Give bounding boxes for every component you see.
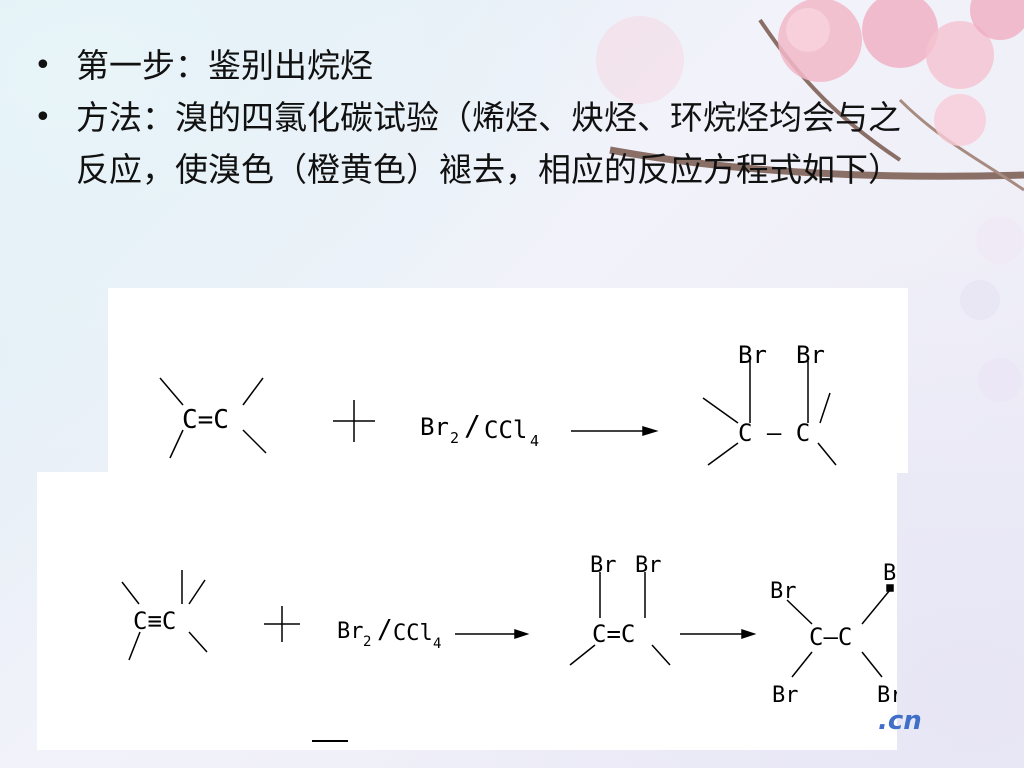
bullet-list: • 第一步：鉴别出烷烃 • 方法：溴的四氯化碳试验（烯烃、炔烃、环烷烃均会与之反… (28, 40, 908, 196)
alkene-reactant: C=C (182, 405, 229, 435)
bullet-item-method: • 方法：溴的四氯化碳试验（烯烃、炔烃、环烷烃均会与之反应，使溴色（橙黄色）褪去… (28, 92, 908, 196)
product-br-upper-right: Br (883, 561, 897, 586)
reaction-alkyne-diagram: C≡C + Br 2 / CCl 4 Br Br C=C Br Br Br Br… (37, 472, 897, 708)
bullet-dot: • (34, 48, 52, 83)
watermark-text: .cn (878, 706, 922, 736)
reaction-alkene-diagram: C=C + Br 2 / CCl 4 Br Br C — C (108, 288, 837, 466)
intermediate-br-left: Br (590, 553, 617, 578)
bullet-dot: • (34, 100, 52, 135)
bullet-text-method: 方法：溴的四氯化碳试验（烯烃、炔烃、环烷烃均会与之反应，使溴色（橙黄色）褪去，相… (76, 98, 901, 189)
plus-sign-label: + (108, 288, 109, 289)
reagent-br: Br (337, 619, 364, 644)
reagent-br: Br (420, 413, 449, 441)
reagent-slash: / (377, 615, 393, 645)
product-br-right: Br (796, 341, 825, 369)
reaction-alkene-panel: C=C + Br 2 / CCl 4 Br Br C — C (108, 288, 908, 473)
reagent-ccl: CCl (393, 621, 433, 646)
product-br-left: Br (738, 341, 767, 369)
product-br-lower-left: Br (772, 683, 799, 708)
bullet-item-step1: • 第一步：鉴别出烷烃 (28, 40, 908, 92)
product-atoms: C — C (738, 419, 810, 447)
plus-sign-label: + (37, 472, 38, 473)
reagent-slash: / (464, 409, 481, 442)
reagent-br-subscript: 2 (450, 429, 459, 447)
reagent-ccl-subscript: 4 (433, 636, 441, 652)
reaction-alkyne-panel: C≡C + Br 2 / CCl 4 Br Br C=C Br Br Br Br… (37, 472, 897, 750)
bullet-text-step1: 第一步：鉴别出烷烃 (76, 46, 373, 85)
intermediate-atoms: C=C (592, 620, 635, 648)
intermediate-br-right: Br (635, 553, 662, 578)
reagent-ccl: CCl (484, 416, 527, 444)
product-br-upper-left: Br (770, 579, 797, 604)
product-br-lower-right: Br (877, 683, 897, 708)
stray-dash (312, 740, 348, 742)
reagent-ccl-subscript: 4 (530, 432, 539, 450)
product-atoms: C—C (809, 623, 852, 651)
alkyne-reactant: C≡C (133, 607, 176, 635)
reagent-br-subscript: 2 (363, 634, 371, 650)
